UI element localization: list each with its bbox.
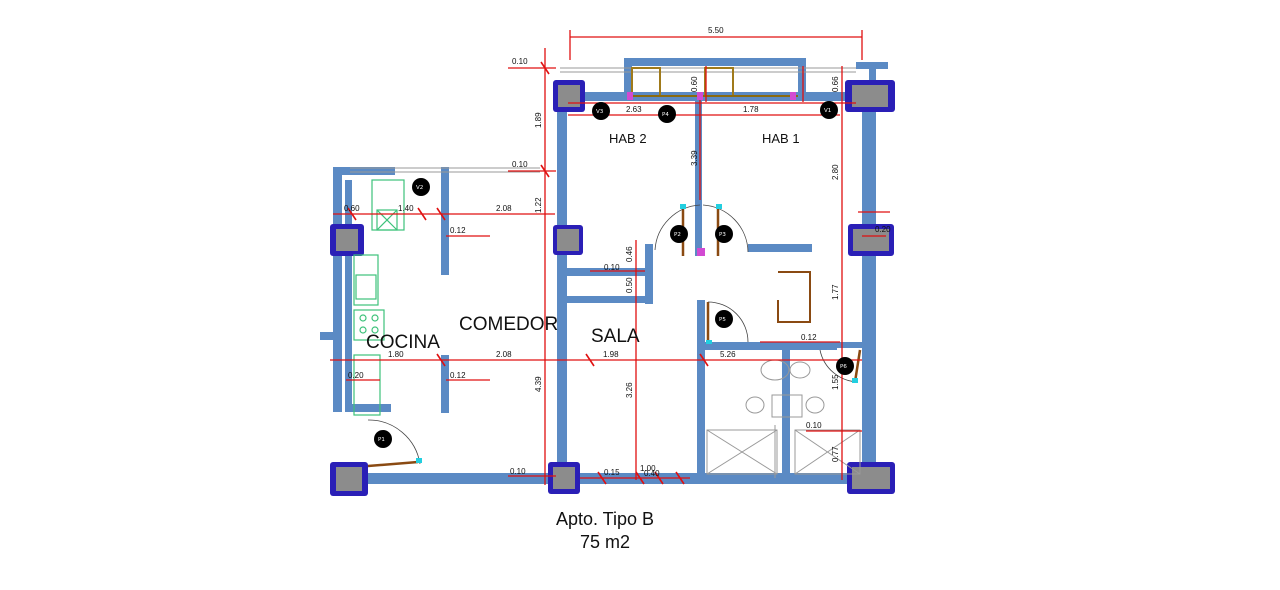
dim-hab2-width: 2.63: [626, 105, 642, 114]
caption-title: Apto. Tipo B: [555, 509, 655, 529]
marker-p1: P1: [374, 430, 392, 448]
dim-k-060: 0.60: [344, 204, 360, 213]
svg-text:V3: V3: [596, 109, 604, 115]
dim-060: 0.60: [690, 76, 699, 92]
kitchen-fixtures: [353, 179, 405, 416]
dim-280: 2.80: [831, 164, 840, 180]
dim-bath-010: 0.10: [806, 421, 822, 430]
marker-p3: P3: [715, 225, 733, 243]
dim-k-012-top: 0.12: [450, 226, 466, 235]
dim-k-208-top: 2.08: [496, 204, 512, 213]
bathroom-fixtures: [706, 271, 861, 478]
room-label-cocina: COCINA: [366, 332, 440, 353]
dim-k-020: 0.20: [348, 371, 364, 380]
svg-text:P2: P2: [674, 232, 681, 238]
marker-p5: P5: [715, 310, 733, 328]
dim-050: 0.50: [625, 277, 634, 293]
columns: [330, 80, 895, 496]
svg-text:P4: P4: [662, 112, 669, 118]
svg-text:P3: P3: [719, 232, 726, 238]
dim-r-012: 0.12: [801, 333, 817, 342]
dimension-labels: 5.50 0.10 2.63 1.78 0.60 0.66 1.89 3.39 …: [344, 26, 891, 478]
dim-b-526: 5.26: [720, 350, 736, 359]
svg-text:P6: P6: [840, 364, 847, 370]
dim-439: 4.39: [534, 376, 543, 392]
dim-b-208: 2.08: [496, 350, 512, 359]
caption-area: 75 m2: [579, 532, 631, 552]
dim-bot-040: 0.40: [644, 469, 660, 478]
dim-077: 0.77: [831, 446, 840, 462]
windows: [350, 67, 856, 173]
dim-155: 1.55: [831, 374, 840, 390]
svg-text:V2: V2: [416, 185, 423, 191]
dim-046: 0.46: [625, 246, 634, 262]
dim-066: 0.66: [831, 76, 840, 92]
marker-p2: P2: [670, 225, 688, 243]
room-label-sala: SALA: [591, 326, 640, 347]
marker-p6: P6: [836, 357, 854, 375]
marker-v2: V2: [412, 178, 430, 196]
dim-s-010: 0.10: [604, 263, 620, 272]
room-label-comedor: COMEDOR: [459, 314, 558, 335]
walls: [320, 58, 888, 490]
dim-top-left: 0.10: [512, 57, 528, 66]
marker-p4: P4: [658, 105, 676, 123]
dim-b-180: 1.80: [388, 350, 404, 359]
dim-mid-010: 0.10: [512, 160, 528, 169]
room-label-hab2: HAB 2: [609, 131, 647, 146]
dim-k-012-bot: 0.12: [450, 371, 466, 380]
dim-189: 1.89: [534, 112, 543, 128]
dim-b-198: 1.98: [603, 350, 619, 359]
dim-r-020: 0.20: [875, 225, 891, 234]
marker-v3: V3: [592, 102, 610, 120]
dim-hab1-width: 1.78: [743, 105, 759, 114]
opening-markers: V3 P4 V1 V2 P2 P3 P5 P1 P6: [374, 101, 854, 448]
dim-177: 1.77: [831, 284, 840, 300]
svg-text:P5: P5: [719, 317, 726, 323]
dim-339: 3.39: [690, 150, 699, 166]
dim-top-total: 5.50: [708, 26, 724, 35]
svg-text:V1: V1: [824, 108, 831, 114]
dim-k-140: 1.40: [398, 204, 414, 213]
svg-text:P1: P1: [378, 437, 385, 443]
dim-bot-015: 0.15: [604, 468, 620, 477]
room-labels: HAB 2 HAB 1 COMEDOR COCINA SALA: [366, 131, 800, 353]
dim-bot-010: 0.10: [510, 467, 526, 476]
marker-v1: V1: [820, 101, 838, 119]
room-label-hab1: HAB 1: [762, 131, 800, 146]
dim-326: 3.26: [625, 382, 634, 398]
dim-122: 1.22: [534, 197, 543, 213]
dimension-lines: [330, 30, 890, 485]
dim-bot-100: 1.00: [640, 464, 656, 473]
plan-caption: Apto. Tipo B 75 m2: [520, 508, 690, 554]
